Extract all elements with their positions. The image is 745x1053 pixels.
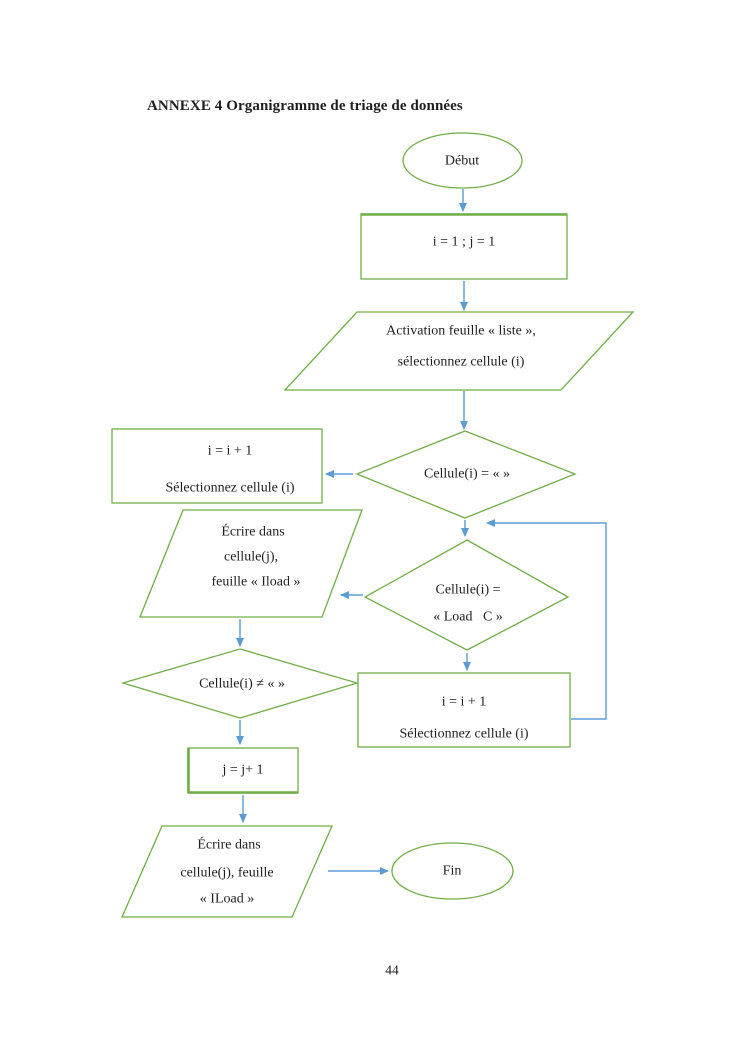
node-next-cell-right-line2: Sélectionnez cellule (i)	[399, 726, 529, 742]
increment-j-process-shape	[187, 747, 299, 794]
check-load-c-decision-shape	[363, 539, 570, 651]
node-activate-liste-line2: sélectionnez cellule (i)	[397, 354, 525, 370]
node-write-iload-line2: cellule(j),	[223, 549, 279, 565]
page-title: ANNEXE 4 Organigramme de triage de donné…	[147, 98, 463, 114]
node-activate-liste-line1: Activation feuille « liste »,	[386, 323, 536, 339]
node-increment-j-label: j = j+ 1	[222, 762, 264, 778]
node-next-cell-left-line1: i = i + 1	[207, 443, 253, 459]
node-check-load-c-line2: « Load C »	[433, 609, 503, 625]
arrow-loop-next-cell-right-to-junction	[486, 519, 607, 720]
write-iload-io-shape	[139, 509, 363, 618]
node-write-iload-line1: Écrire dans	[221, 524, 285, 540]
page-number: 44	[385, 962, 399, 978]
check-not-empty-decision-shape	[120, 648, 360, 719]
node-next-cell-left-line2: Sélectionnez cellule (i)	[165, 480, 295, 496]
start-terminator-shape	[402, 132, 523, 189]
check-empty-decision-shape	[355, 430, 577, 519]
activate-liste-io-shape	[283, 311, 635, 391]
end-terminator-shape	[391, 842, 514, 900]
node-write-iload-final-line2: cellule(j), feuille	[180, 865, 274, 881]
init-process-shape	[360, 213, 568, 280]
node-check-empty-label: Cellule(i) = « »	[423, 466, 511, 482]
node-write-iload-line3: feuille « Iload »	[211, 574, 301, 590]
node-end-label: Fin	[442, 863, 462, 879]
next-cell-right-process-shape	[357, 672, 571, 748]
node-check-not-empty-label: Cellule(i) ≠ « »	[199, 676, 285, 692]
node-write-iload-final-line1: Écrire dans	[197, 837, 261, 853]
node-init-label: i = 1 ; j = 1	[432, 234, 496, 250]
node-start-label: Début	[444, 153, 480, 169]
node-check-load-c-line1: Cellule(i) =	[435, 582, 501, 598]
write-iload-final-io-shape	[121, 825, 333, 918]
next-cell-left-process-shape	[111, 428, 323, 504]
node-next-cell-right-line1: i = i + 1	[441, 694, 487, 710]
node-write-iload-final-line3: « ILoad »	[199, 891, 255, 907]
